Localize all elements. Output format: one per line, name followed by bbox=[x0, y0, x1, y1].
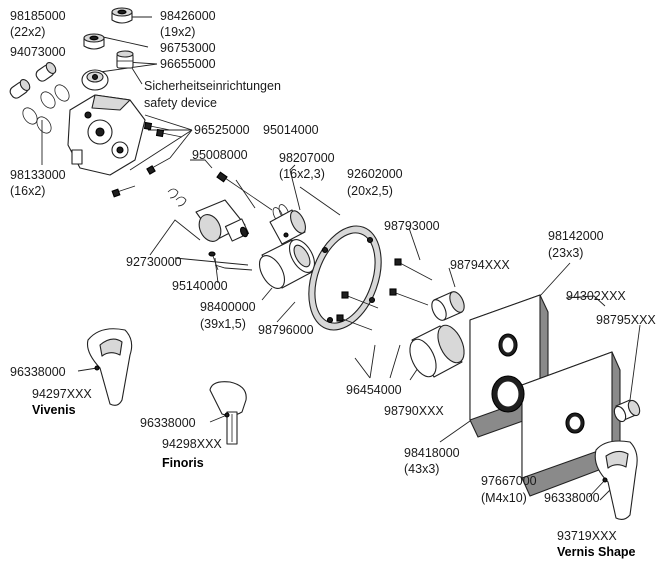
label-98400000-size: (39x1,5) bbox=[200, 317, 246, 331]
label-97667000-size: (M4x10) bbox=[481, 491, 527, 505]
label-98207000: 98207000 bbox=[279, 151, 335, 165]
clip-95008000-part bbox=[167, 188, 187, 207]
ibox-body-part bbox=[67, 94, 146, 176]
label-98426000: 98426000 bbox=[160, 9, 216, 23]
spacer-98794XXX-part bbox=[431, 291, 465, 321]
handle-94298XXX-finoris-part bbox=[209, 381, 247, 445]
label-98794XXX: 98794XXX bbox=[450, 258, 510, 272]
label-96338000-vernis: 96338000 bbox=[544, 491, 600, 505]
sleeve-94073000-part bbox=[9, 62, 57, 99]
label-98207000-size: (16x2,3) bbox=[279, 167, 325, 181]
label-94298XXX: 94298XXX bbox=[162, 437, 222, 451]
label-92602000-size: (20x2,5) bbox=[347, 184, 393, 198]
label-98790XXX: 98790XXX bbox=[384, 404, 444, 418]
label-94073000: 94073000 bbox=[10, 45, 66, 59]
o-rings-98133000-part bbox=[22, 84, 70, 134]
cap-98185000-part bbox=[83, 33, 105, 50]
label-96753000: 96753000 bbox=[160, 41, 216, 55]
spindle-95014000-part bbox=[216, 171, 273, 211]
label-92602000: 92602000 bbox=[347, 167, 403, 181]
label-94302XXX: 94302XXX bbox=[566, 289, 626, 303]
label-98142000: 98142000 bbox=[548, 229, 604, 243]
handle-93719XXX-vernis-shape-part bbox=[594, 440, 638, 521]
label-98793000: 98793000 bbox=[384, 219, 440, 233]
label-93719XXX: 93719XXX bbox=[557, 529, 617, 543]
part-labels: 98185000 (22x2) 98426000 (19x2) 94073000… bbox=[10, 9, 656, 559]
label-safety-device-de: Sicherheitseinrichtungen bbox=[144, 79, 281, 93]
cartridge-92730000-part bbox=[195, 199, 250, 242]
button-98418000-part bbox=[613, 399, 641, 423]
label-98426000-size: (19x2) bbox=[160, 25, 195, 39]
cap-98426000-part bbox=[111, 7, 133, 24]
rosette-ring-part bbox=[308, 225, 382, 331]
label-98796000: 98796000 bbox=[258, 323, 314, 337]
label-96525000: 96525000 bbox=[194, 123, 250, 137]
label-98795XXX: 98795XXX bbox=[596, 313, 656, 327]
label-94297XXX: 94297XXX bbox=[32, 387, 92, 401]
label-98418000-size: (43x3) bbox=[404, 462, 439, 476]
name-finoris: Finoris bbox=[162, 456, 204, 470]
label-98185000-size: (22x2) bbox=[10, 25, 45, 39]
check-valve-96753000-part bbox=[116, 50, 134, 69]
label-96454000: 96454000 bbox=[346, 383, 402, 397]
label-safety-device-en: safety device bbox=[144, 96, 217, 110]
label-98185000: 98185000 bbox=[10, 9, 66, 23]
label-95140000: 95140000 bbox=[172, 279, 228, 293]
label-95014000: 95014000 bbox=[263, 123, 319, 137]
name-vivenis: Vivenis bbox=[32, 403, 76, 417]
label-98142000-size: (23x3) bbox=[548, 246, 583, 260]
label-96338000-finoris: 96338000 bbox=[140, 416, 196, 430]
handle-94297XXX-vivenis-part bbox=[86, 328, 133, 406]
label-98133000: 98133000 bbox=[10, 168, 66, 182]
screws-96525000-part bbox=[111, 121, 183, 198]
label-96338000-vivenis: 96338000 bbox=[10, 365, 66, 379]
label-96655000: 96655000 bbox=[160, 57, 216, 71]
label-98133000-size: (16x2) bbox=[10, 184, 45, 198]
sleeve-98790XXX-part bbox=[409, 324, 465, 378]
label-98418000: 98418000 bbox=[404, 446, 460, 460]
label-92730000: 92730000 bbox=[126, 255, 182, 269]
sleeve-98796000-part bbox=[258, 239, 316, 289]
diverter-cartridge-part bbox=[269, 209, 306, 245]
label-98400000: 98400000 bbox=[200, 300, 256, 314]
screw-95140000-part bbox=[208, 251, 219, 271]
name-vernis-shape: Vernis Shape bbox=[557, 545, 636, 559]
label-95008000: 95008000 bbox=[192, 148, 248, 162]
label-97667000: 97667000 bbox=[481, 474, 537, 488]
screws-96454000-part bbox=[336, 258, 433, 331]
check-valve-96655000-part bbox=[81, 69, 109, 91]
